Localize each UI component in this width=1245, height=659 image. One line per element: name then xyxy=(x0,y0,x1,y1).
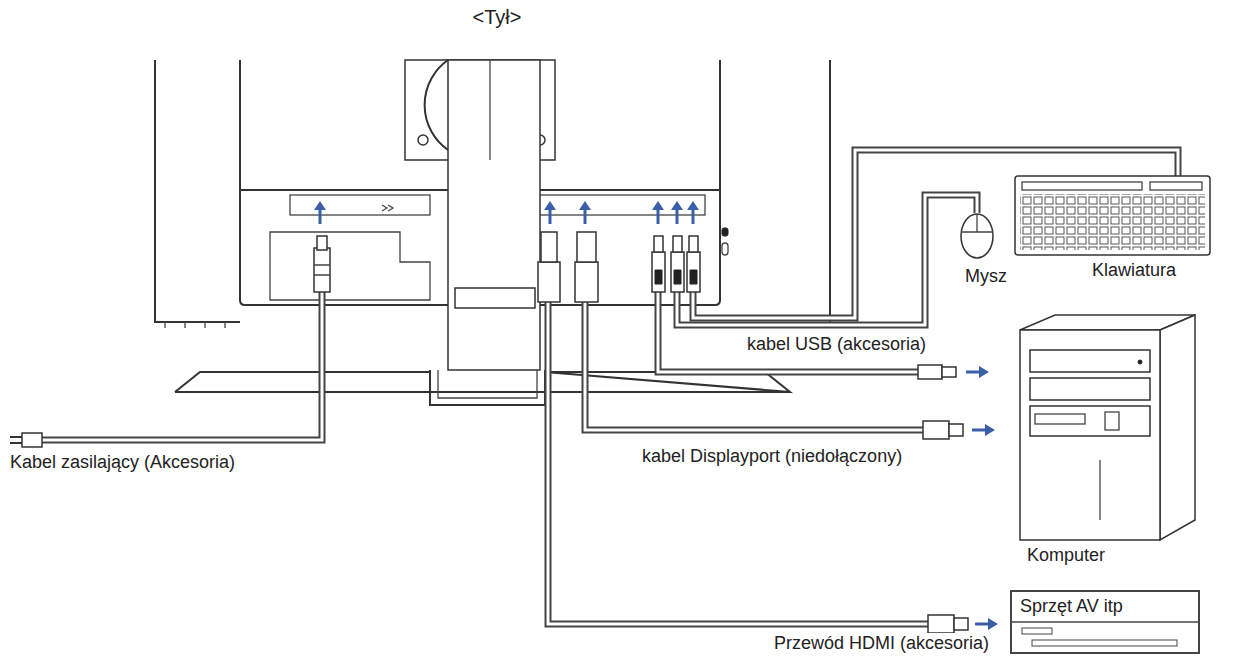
device-label: Klawiatura xyxy=(1090,260,1178,280)
mouse-icon xyxy=(961,214,993,258)
monitor-stand-part xyxy=(425,60,448,150)
cable-label: kabel USB (akcesoria) xyxy=(745,334,928,354)
cable-plug-part xyxy=(577,232,596,262)
keyboard-icon xyxy=(1015,176,1210,255)
insert-arrow-part xyxy=(320,208,693,224)
keyboard-icon-part xyxy=(1015,176,1210,255)
cable-part xyxy=(658,292,920,372)
cable-part xyxy=(40,292,322,440)
mouse-icon-part xyxy=(961,214,993,258)
insert-arrow xyxy=(314,201,699,224)
cable-label: kabel Displayport (niedołączony) xyxy=(640,446,904,466)
computer-icon xyxy=(1020,315,1195,540)
cable-plug xyxy=(10,365,968,633)
insert-arrow-part xyxy=(314,201,699,210)
cable-plug-part xyxy=(10,437,22,443)
direction-arrow-part xyxy=(979,366,998,630)
monitor-back-part xyxy=(290,195,430,215)
cable-plug-part xyxy=(575,262,598,302)
cable-plug-part xyxy=(317,236,327,250)
cable-plug-part xyxy=(654,236,663,252)
direction-arrow-part xyxy=(966,372,990,624)
monitor-stand-part xyxy=(455,288,535,308)
computer-icon-part xyxy=(1030,406,1150,436)
device-label: Mysz xyxy=(963,266,1009,286)
monitor-stand xyxy=(175,60,790,405)
monitor-stand-part xyxy=(438,370,537,398)
monitor-stand-part xyxy=(418,135,428,145)
cable-plug-part xyxy=(689,236,698,252)
computer-icon-part xyxy=(1105,412,1119,430)
monitor-back-part xyxy=(382,205,393,211)
monitor-back-part xyxy=(165,322,225,328)
cable-plug-part xyxy=(655,270,697,284)
device-label: Komputer xyxy=(1025,545,1107,565)
device-label: Sprzęt AV itp xyxy=(1012,592,1198,616)
cable-label: Kabel zasilający (Akcesoria) xyxy=(8,452,237,472)
keyboard-icon-part xyxy=(1022,182,1142,190)
cable-plug-part xyxy=(673,236,682,252)
monitor-back-part xyxy=(720,60,830,325)
cable-plug-part xyxy=(314,248,330,292)
cable-plug-part xyxy=(923,421,949,439)
device-display xyxy=(1022,628,1052,634)
cable-part xyxy=(677,195,977,325)
cable-plug-part xyxy=(949,424,963,436)
cable-plug-part xyxy=(22,433,42,447)
computer-icon-part xyxy=(1030,378,1150,400)
keyboard-icon-part xyxy=(1150,182,1202,190)
computer-icon-part xyxy=(1035,414,1085,424)
cable-plug-part xyxy=(314,265,330,275)
cable-plug-part xyxy=(954,618,968,630)
device-edge xyxy=(1012,621,1198,623)
monitor-back-part xyxy=(722,228,728,236)
cable-part xyxy=(658,292,920,372)
monitor-stand-part xyxy=(430,370,545,405)
cable-plug-part xyxy=(942,367,956,377)
view-title: <Tył> xyxy=(471,6,524,28)
computer-icon-part xyxy=(1030,350,1150,372)
cable-part xyxy=(548,300,930,624)
computer-icon-part xyxy=(1020,330,1160,540)
monitor-stand-part xyxy=(175,391,790,393)
cable-part xyxy=(40,292,322,440)
cable-plug-part xyxy=(918,365,942,379)
cable-plug-part xyxy=(928,615,954,633)
cable-plug xyxy=(314,232,700,302)
cable-plug-part xyxy=(541,232,557,262)
monitor-back-part xyxy=(155,60,240,322)
monitor-back-part xyxy=(722,243,728,255)
monitor-stand-part xyxy=(489,60,490,160)
monitor-back-part xyxy=(270,232,430,300)
direction-arrow xyxy=(966,366,998,630)
cable-part xyxy=(548,300,930,624)
cable-label: Przewód HDMI (akcesoria) xyxy=(772,633,991,653)
keyboard-icon-part xyxy=(1020,194,1205,250)
cable-part xyxy=(677,195,977,325)
mouse-icon-part xyxy=(961,214,993,232)
cable xyxy=(40,150,1178,624)
computer-icon-part xyxy=(1160,315,1195,540)
av-device-box: Sprzęt AV itp xyxy=(1010,590,1200,654)
monitor-stand-part xyxy=(448,60,540,370)
computer-icon-part xyxy=(1099,460,1100,520)
cable-plug-part xyxy=(538,262,560,302)
computer-icon-part xyxy=(1138,360,1142,364)
device-slot xyxy=(1032,640,1177,646)
